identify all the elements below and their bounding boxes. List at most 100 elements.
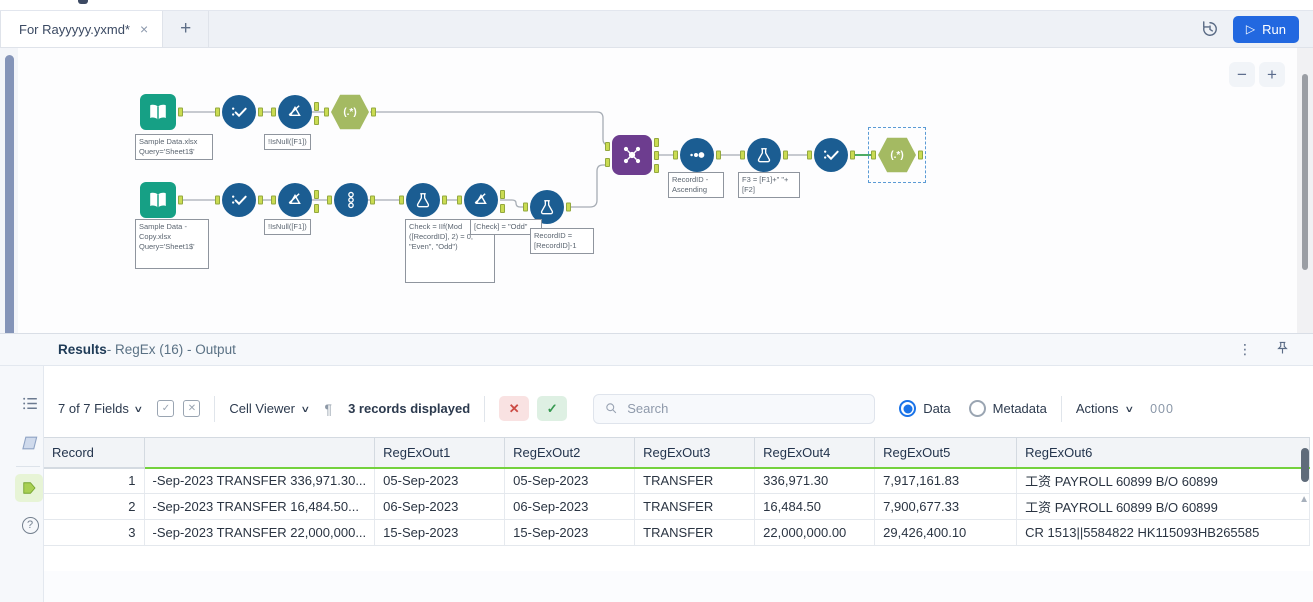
table-row[interactable]: 1 -Sep-2023 TRANSFER 336,971.30... 05-Se… <box>44 467 1311 494</box>
filter-tool[interactable] <box>271 95 319 129</box>
tool-annotation[interactable]: F3 = [F1]+" "+ [F2] <box>738 172 800 199</box>
tool-annotation[interactable]: [Check] = "Odd" <box>470 219 542 236</box>
table-row[interactable]: 2 -Sep-2023 TRANSFER 16,484.50... 06-Sep… <box>44 493 1311 520</box>
results-menu-icon[interactable]: ⋮ <box>1238 341 1252 357</box>
column-header-record[interactable]: Record <box>44 437 145 469</box>
cell[interactable]: 7,917,161.83 <box>874 467 1018 494</box>
strip-divider <box>16 466 40 467</box>
cell[interactable]: 15-Sep-2023 <box>504 519 636 546</box>
table-row[interactable]: 3 -Sep-2023 TRANSFER 22,000,000... 15-Se… <box>44 519 1311 546</box>
results-header: Results - RegEx (16) - Output ⋮ <box>0 333 1313 366</box>
regex-tool-selected[interactable]: (.*) <box>871 137 923 173</box>
uncheck-all-icon[interactable]: ✕ <box>183 400 201 417</box>
run-button[interactable]: ▷ Run <box>1232 15 1299 43</box>
input-data-tool[interactable] <box>140 182 183 218</box>
actions-dropdown[interactable]: Actions ∨ <box>1076 401 1134 416</box>
cell[interactable]: 05-Sep-2023 <box>374 467 506 494</box>
cell[interactable]: TRANSFER <box>634 467 756 494</box>
left-input-anchor <box>605 142 610 152</box>
column-header-regexout1[interactable]: RegExOut1 <box>374 437 506 469</box>
tool-annotation[interactable]: RecordID - Ascending <box>668 172 724 199</box>
workflow-banner-icon[interactable] <box>19 432 41 454</box>
cell[interactable]: 29,426,400.10 <box>874 519 1018 546</box>
cell[interactable]: TRANSFER <box>634 519 756 546</box>
formula-tool[interactable] <box>740 138 788 172</box>
cell[interactable]: -Sep-2023 TRANSFER 22,000,000... <box>144 519 376 546</box>
cell[interactable]: 06-Sep-2023 <box>374 493 506 520</box>
sort-tool[interactable] <box>673 138 721 172</box>
zoom-out-button[interactable]: − <box>1229 62 1255 87</box>
filter-false-button[interactable]: ✕ <box>499 396 530 421</box>
formula-tool[interactable] <box>523 190 571 224</box>
filter-true-button[interactable]: ✓ <box>537 396 568 421</box>
tool-annotation[interactable]: Sample Data.xlsx Query='Sheet1$' <box>135 134 213 161</box>
input-anchor <box>399 195 404 205</box>
cell[interactable]: -Sep-2023 TRANSFER 16,484.50... <box>144 493 376 520</box>
check-all-icon[interactable]: ✓ <box>157 400 175 417</box>
new-tab-button[interactable]: + <box>163 11 210 47</box>
column-header-regexout2[interactable]: RegExOut2 <box>504 437 636 469</box>
left-panel-scrollbar[interactable] <box>5 55 14 598</box>
cell-viewer-label: Cell Viewer <box>229 401 295 416</box>
tool-annotation[interactable]: Sample Data - Copy.xlsx Query='Sheet1$' <box>135 219 209 269</box>
cell-record[interactable]: 3 <box>44 519 145 546</box>
join-tool[interactable] <box>605 135 659 175</box>
canvas-scrollbar-track[interactable] <box>1297 48 1313 333</box>
radio-unselected-icon <box>968 400 986 417</box>
column-header-regexout6[interactable]: RegExOut6 <box>1016 437 1311 469</box>
close-tab-icon[interactable]: × <box>140 21 149 37</box>
cell[interactable]: 06-Sep-2023 <box>504 493 636 520</box>
selected-tool-output-icon[interactable] <box>15 474 43 502</box>
select-tool[interactable] <box>807 138 855 172</box>
select-tool[interactable] <box>215 95 263 129</box>
formula-tool[interactable] <box>399 183 447 217</box>
cell[interactable]: TRANSFER <box>634 493 756 520</box>
filter-tool[interactable] <box>457 183 505 217</box>
selection-box <box>868 127 926 183</box>
search-box[interactable] <box>593 393 876 424</box>
select-tool[interactable] <box>215 183 263 217</box>
regex-tool[interactable]: (.*) <box>324 94 376 130</box>
cell[interactable]: 05-Sep-2023 <box>504 467 636 494</box>
results-scrollbar-thumb[interactable] <box>1301 448 1309 482</box>
cell[interactable]: 336,971.30 <box>754 467 876 494</box>
cell[interactable]: CR 1513||5584822 HK115093HB265585 <box>1016 519 1311 546</box>
workflow-canvas[interactable]: (.*) <box>18 48 1313 333</box>
cell[interactable]: 工资 PAYROLL 60899 B/O 60899 <box>1016 467 1311 494</box>
column-header-regexout3[interactable]: RegExOut3 <box>634 437 756 469</box>
column-header-blank[interactable] <box>144 437 376 469</box>
tool-annotation[interactable]: !IsNull([F1]) <box>264 219 311 236</box>
zoom-in-button[interactable]: + <box>1259 62 1285 87</box>
cell[interactable]: 工资 PAYROLL 60899 B/O 60899 <box>1016 493 1311 520</box>
canvas-scrollbar-thumb[interactable] <box>1302 74 1308 270</box>
results-table[interactable]: Record RegExOut1 RegExOut2 RegExOut3 Reg… <box>44 437 1311 546</box>
record-id-tool[interactable] <box>327 183 375 217</box>
input-data-tool[interactable] <box>140 94 183 130</box>
tool-annotation[interactable]: !IsNull([F1]) <box>264 134 311 151</box>
cell-record[interactable]: 2 <box>44 493 145 520</box>
results-toolbar: 7 of 7 Fields ∨ ✓ ✕ Cell Viewer ∨ ¶ 3 re… <box>44 366 1313 437</box>
cell[interactable]: 22,000,000.00 <box>754 519 876 546</box>
cell-viewer-dropdown[interactable]: Cell Viewer ∨ <box>229 401 310 416</box>
search-input[interactable] <box>627 401 848 416</box>
column-header-regexout5[interactable]: RegExOut5 <box>874 437 1018 469</box>
pin-icon[interactable] <box>1274 340 1291 360</box>
cell-record[interactable]: 1 <box>44 467 145 494</box>
column-header-regexout4[interactable]: RegExOut4 <box>754 437 876 469</box>
toolbar-divider <box>1060 395 1062 422</box>
cell[interactable]: 7,900,677.33 <box>874 493 1018 520</box>
data-radio[interactable]: Data <box>899 400 951 417</box>
metadata-radio[interactable]: Metadata <box>968 400 1047 417</box>
cell[interactable]: -Sep-2023 TRANSFER 336,971.30... <box>144 467 376 494</box>
help-icon[interactable]: ? <box>19 514 41 536</box>
fields-dropdown[interactable]: 7 of 7 Fields ∨ <box>58 401 143 416</box>
filter-tool[interactable] <box>271 183 319 217</box>
version-history-icon[interactable] <box>1195 11 1225 47</box>
cell[interactable]: 15-Sep-2023 <box>374 519 506 546</box>
messages-list-icon[interactable] <box>19 392 41 414</box>
whitespace-toggle-icon[interactable]: ¶ <box>324 400 333 417</box>
cell[interactable]: 16,484.50 <box>754 493 876 520</box>
table-scroll-up-icon[interactable]: ▲ <box>1299 494 1309 505</box>
tool-annotation[interactable]: RecordID = [RecordID]-1 <box>530 228 594 255</box>
workflow-tab[interactable]: For Rayyyyy.yxmd* × <box>0 11 164 47</box>
